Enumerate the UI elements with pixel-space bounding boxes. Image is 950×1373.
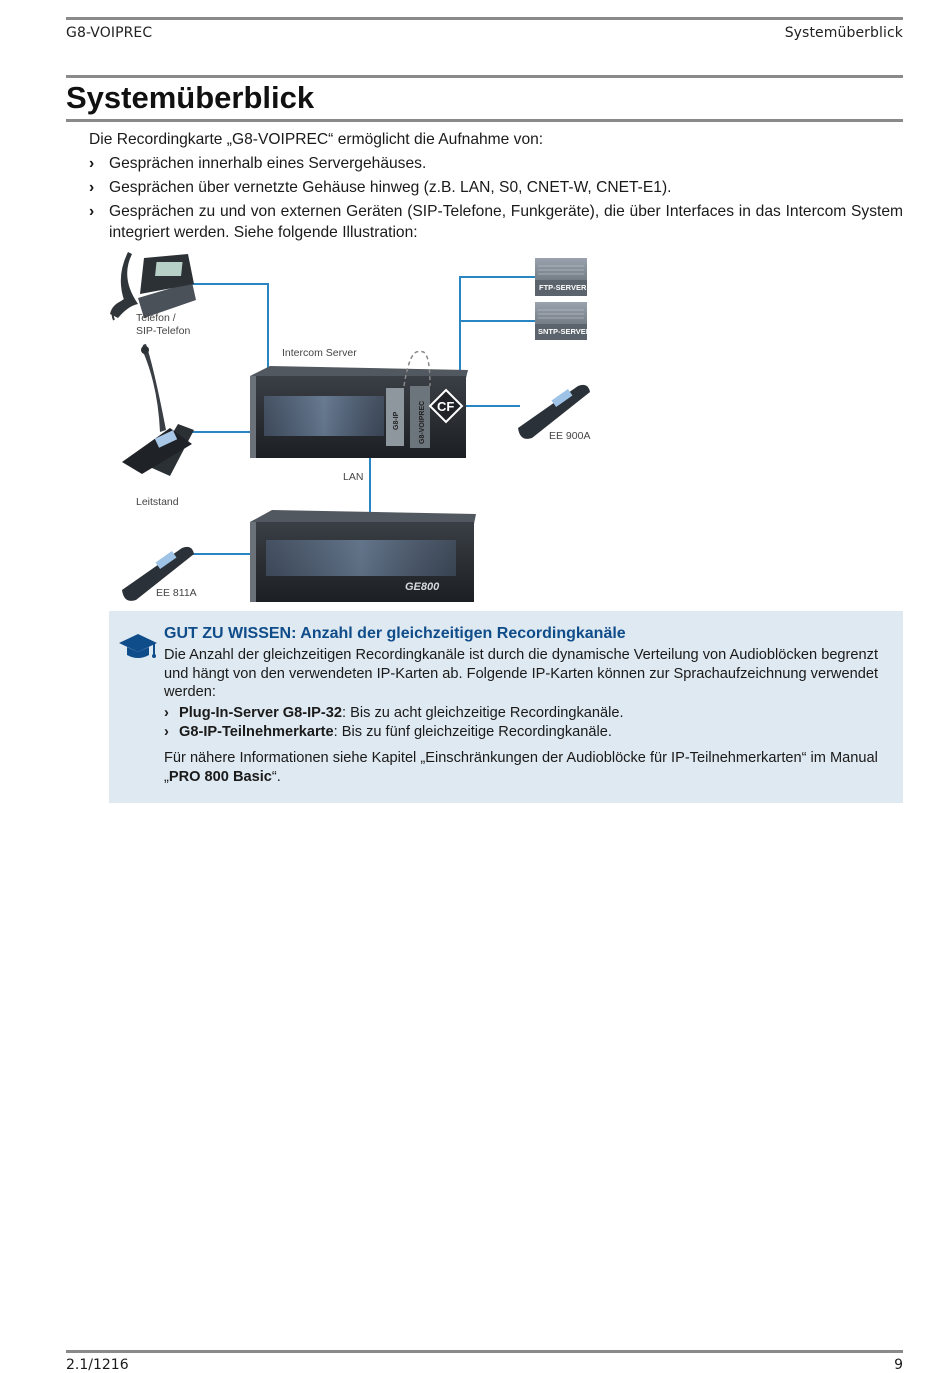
ftp-server-label: FTP-SERVER	[539, 283, 587, 292]
intro-lead: Die Recordingkarte „G8-VOIPREC“ ermöglic…	[89, 131, 544, 148]
sntp-server-device: SNTP-SERVER	[535, 302, 592, 340]
list-item: ›Gesprächen innerhalb eines Servergehäus…	[89, 155, 427, 172]
list-item: ›Gesprächen über vernetzte Gehäuse hinwe…	[89, 179, 672, 196]
chevron-right-icon: ›	[164, 724, 169, 741]
chevron-right-icon: ›	[89, 179, 95, 196]
list-item: ›G8-IP-Teilnehmerkarte: Bis zu fünf glei…	[164, 724, 612, 741]
intro-section: Die Recordingkarte „G8-VOIPREC“ ermöglic…	[89, 129, 903, 246]
chevron-right-icon: ›	[164, 704, 169, 721]
header-left: G8-VOIPREC	[66, 25, 153, 41]
ge800-rack: GE800	[250, 510, 476, 602]
label-ee900a: EE 900A	[549, 430, 591, 442]
label-leitstand: Leitstand	[136, 496, 179, 508]
label-ee811a: EE 811A	[156, 587, 197, 599]
footer-rule	[66, 1350, 903, 1353]
line-phone	[182, 283, 269, 383]
label-intercom-server: Intercom Server	[282, 347, 357, 359]
tip-card-list: ›Plug-In-Server G8-IP-32: Bis zu acht gl…	[164, 704, 878, 742]
tip-more-info: Für nähere Informationen siehe Kapitel „…	[164, 749, 878, 785]
ge800-label: GE800	[405, 581, 440, 593]
card-voiprec-label: G8-VOIPREC	[419, 401, 426, 444]
list-item: ›Plug-In-Server G8-IP-32: Bis zu acht gl…	[164, 704, 624, 721]
header-top-rule	[66, 17, 903, 20]
tip-body: Die Anzahl der gleichzeitigen Recordingk…	[164, 646, 878, 786]
illustration-svg: G8-IP G8-VOIPREC CF FTP-SERVER SNTP-SERV…	[110, 252, 592, 602]
cf-badge-label: CF	[437, 399, 454, 414]
label-lan: LAN	[343, 471, 364, 483]
ee811a-handset	[122, 546, 194, 601]
line-ftp	[459, 276, 535, 372]
system-illustration: G8-IP G8-VOIPREC CF FTP-SERVER SNTP-SERV…	[100, 248, 600, 608]
list-item: ›Gesprächen zu und von externen Geräten …	[89, 203, 903, 241]
footer-page-number: 9	[894, 1357, 903, 1373]
sntp-server-label: SNTP-SERVER	[538, 327, 592, 336]
intro-bullet-list: ›Gesprächen innerhalb eines Servergehäus…	[89, 153, 903, 243]
connection-lines	[182, 276, 535, 555]
ftp-server-device: FTP-SERVER	[535, 258, 587, 296]
intercom-server-rack: G8-IP G8-VOIPREC CF	[250, 350, 468, 458]
title-bottom-rule	[66, 119, 903, 122]
footer-version: 2.1/1216	[66, 1357, 129, 1373]
tip-paragraph: Die Anzahl der gleichzeitigen Recordingk…	[164, 647, 878, 701]
label-phone: Telefon / SIP-Telefon	[136, 312, 191, 337]
page-title: Systemüberblick	[66, 80, 315, 115]
cf-badge	[428, 388, 464, 424]
card-g8ip-label: G8-IP	[393, 411, 400, 430]
graduation-cap-icon	[119, 634, 157, 658]
chevron-right-icon: ›	[89, 155, 95, 172]
sip-phone-device	[110, 252, 196, 321]
chevron-right-icon: ›	[89, 203, 95, 220]
title-top-rule	[66, 75, 903, 78]
ee900a-handset	[518, 384, 590, 439]
header-right: Systemüberblick	[784, 25, 903, 41]
tip-title: GUT ZU WISSEN: Anzahl der gleichzeitigen…	[164, 625, 626, 642]
tip-box: GUT ZU WISSEN: Anzahl der gleichzeitigen…	[109, 611, 903, 803]
leitstand-device	[122, 344, 194, 476]
